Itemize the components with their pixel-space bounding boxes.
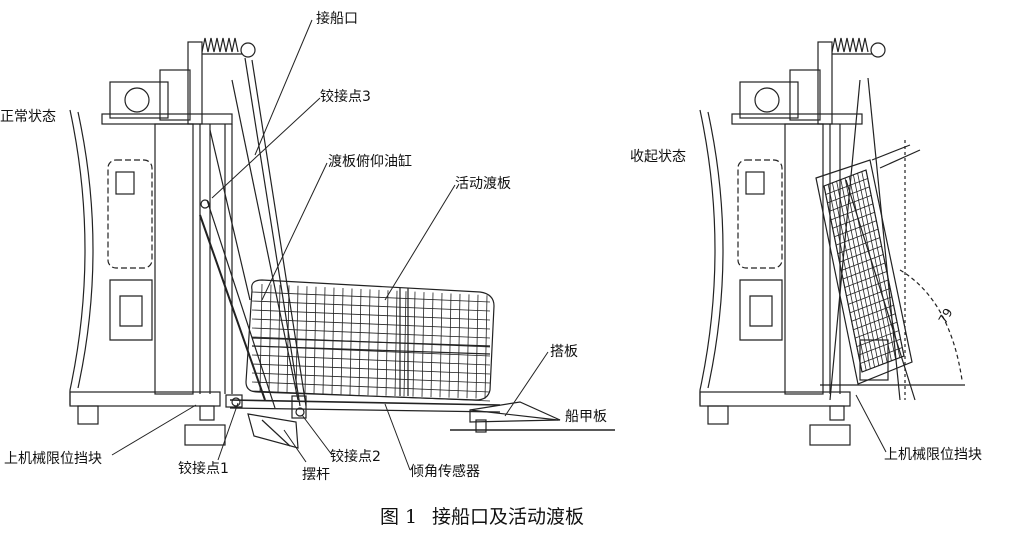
grid-line — [251, 309, 491, 321]
grid-line — [286, 285, 290, 393]
grid-line — [832, 211, 875, 229]
grid-line — [854, 321, 898, 339]
right-machine — [699, 37, 965, 446]
label-tilt-sensor: 倾角传感器 — [410, 464, 480, 480]
grid-line — [251, 300, 491, 312]
grid-line — [849, 296, 893, 314]
grid-line — [251, 381, 491, 393]
grid-line — [841, 254, 884, 271]
grid-line — [251, 291, 491, 303]
grid-line — [251, 372, 491, 384]
grid-line — [834, 220, 877, 238]
grid-line — [837, 237, 880, 255]
grid-line — [277, 284, 281, 393]
grid-line — [251, 336, 491, 348]
label-ship-deck: 船甲板 — [565, 409, 607, 425]
left-machine — [69, 37, 307, 446]
grid-line — [861, 355, 905, 373]
label-lap-plate: 搭板 — [550, 344, 578, 360]
ramp-linkage — [225, 394, 615, 449]
stowed-ramp-grid-lines — [823, 169, 905, 373]
grid-line — [851, 304, 894, 322]
grid-line — [860, 347, 903, 364]
figure-number: 图 1 — [380, 506, 418, 528]
grid-line — [830, 203, 874, 221]
grid-line — [853, 313, 896, 331]
label-ramp-pitch-cylinder: 渡板俯仰油缸 — [328, 154, 412, 170]
grid-line — [858, 338, 901, 356]
grid-line — [251, 345, 491, 357]
grid-line — [251, 363, 491, 375]
leader-lines — [111, 19, 887, 471]
label-swing-rod: 摆杆 — [302, 467, 330, 483]
grid-line — [835, 228, 879, 246]
label-upper-stop-right: 上机械限位挡块 — [884, 447, 982, 463]
grid-line — [842, 262, 886, 280]
grid-line — [827, 186, 870, 204]
grid-line — [825, 178, 868, 195]
figure-title: 接船口及活动渡板 — [432, 506, 585, 528]
grid-line — [839, 245, 882, 263]
label-upper-stop-left: 上机械限位挡块 — [4, 451, 102, 467]
grid-line — [823, 169, 867, 187]
grid-line — [251, 327, 491, 339]
grid-line — [856, 330, 899, 348]
grid-line — [251, 354, 491, 366]
grid-line — [251, 390, 491, 402]
grid-line — [268, 284, 272, 393]
grid-line — [251, 318, 491, 330]
grid-line — [848, 287, 891, 305]
grid-line — [259, 283, 263, 393]
label-hinge-point-3: 铰接点3 — [320, 89, 371, 105]
grid-line — [844, 271, 887, 288]
grid-line — [829, 194, 872, 212]
label-hinge-point-1: 铰接点1 — [178, 461, 229, 477]
label-stowed-state: 收起状态 — [630, 149, 686, 165]
label-hinge-point-2: 铰接点2 — [330, 449, 381, 465]
grid-line — [846, 279, 889, 297]
label-normal-state: 正常状态 — [0, 109, 56, 125]
ramp-grid-lines — [251, 283, 491, 402]
label-boarding-port: 接船口 — [316, 11, 358, 27]
label-movable-ramp: 活动渡板 — [455, 176, 511, 192]
